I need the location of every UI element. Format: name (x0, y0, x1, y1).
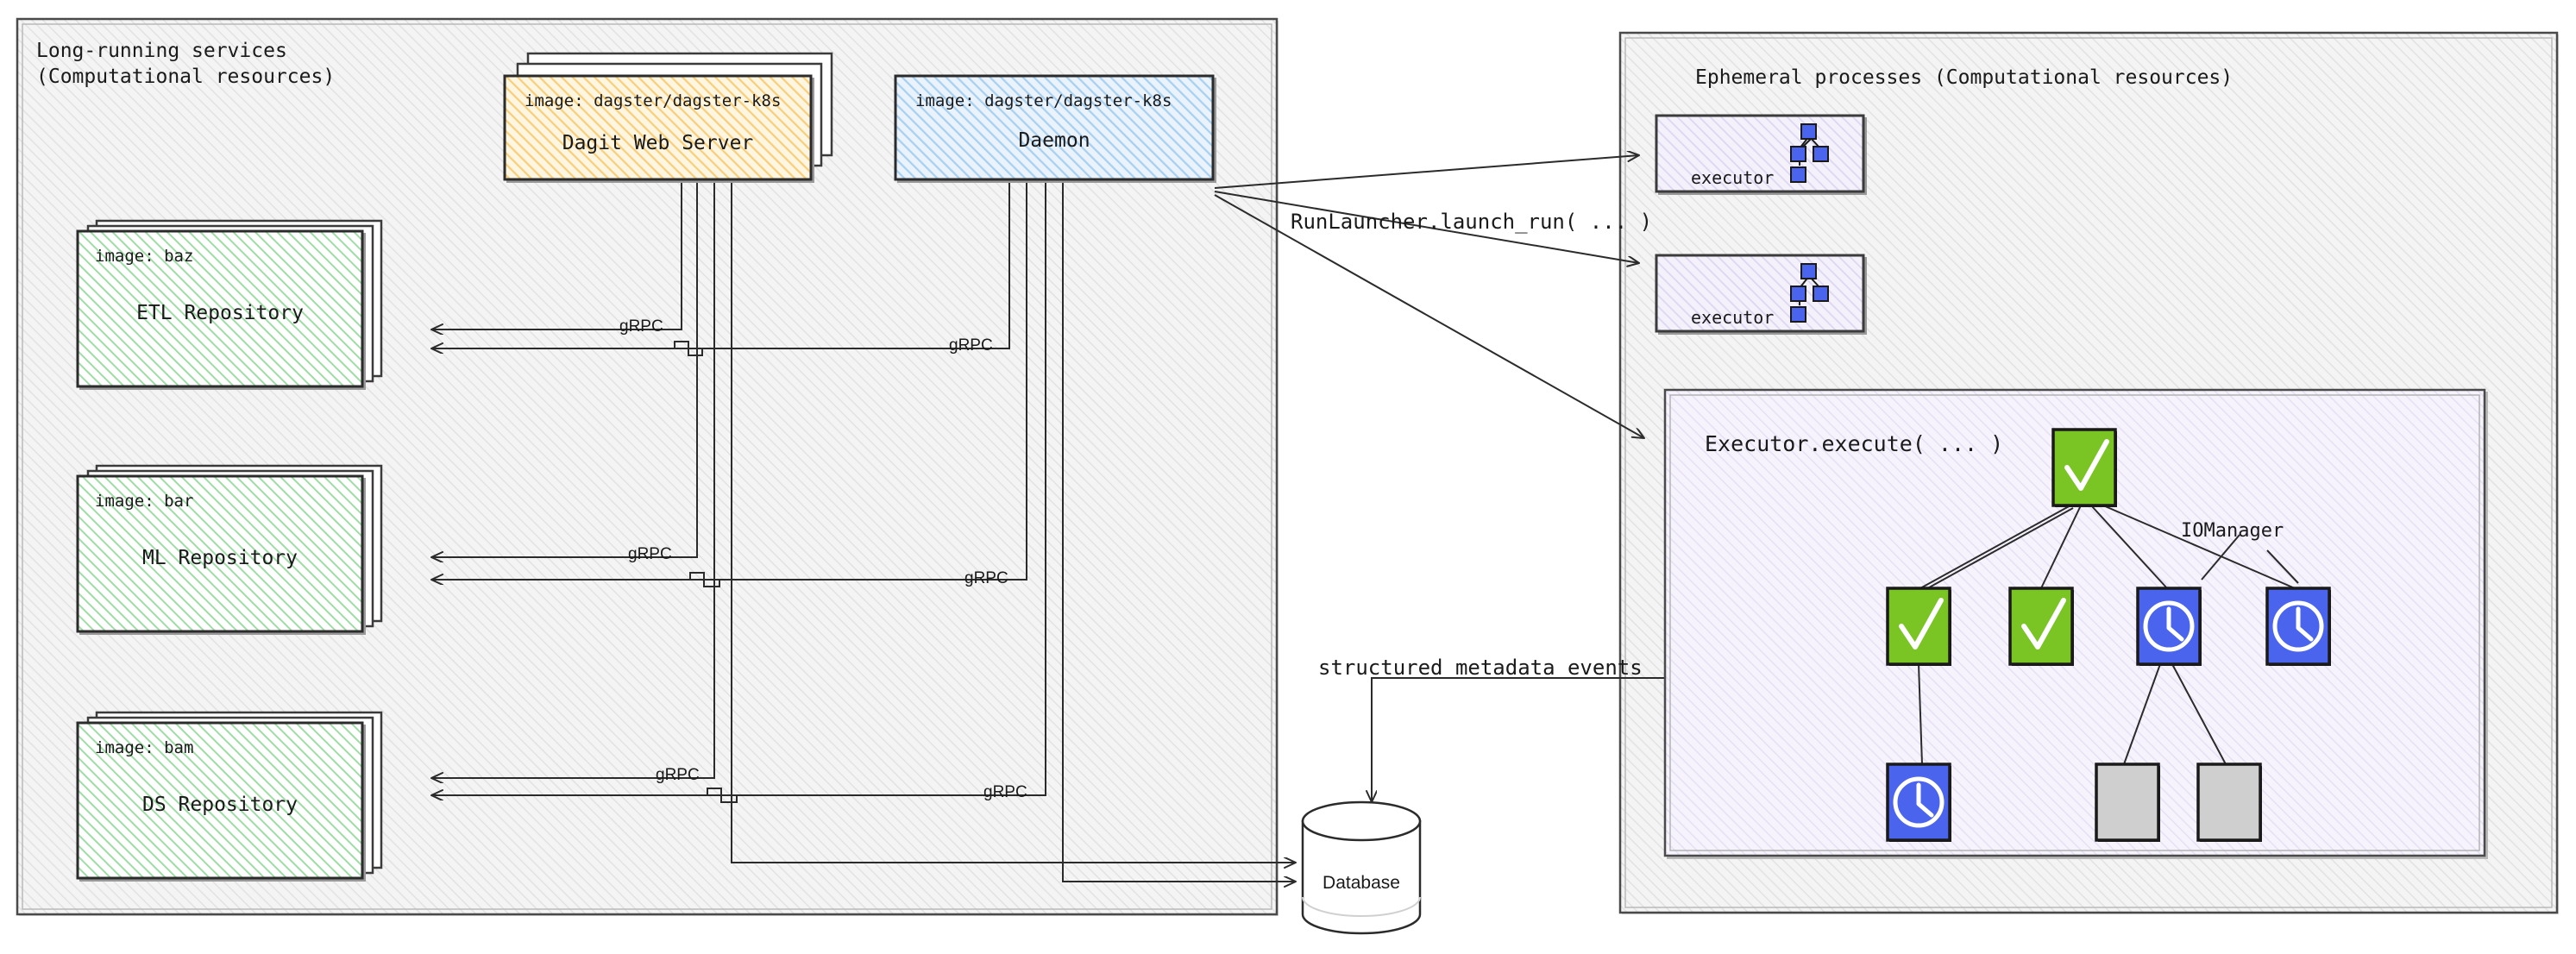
dagit-name: Dagit Web Server (562, 132, 754, 154)
service-card-dagit-text: image: dagster/dagster-k8s Dagit Web Ser… (505, 76, 811, 179)
ml-name: ML Repository (141, 547, 298, 569)
daemon-image-label: image: dagster/dagster-k8s (915, 91, 1172, 110)
grpc-label-daemon-etl: gRPC (949, 336, 993, 355)
executor-box-1[interactable] (1655, 114, 1867, 195)
execute-panel-label: Executor.execute( ... ) (1705, 431, 2004, 456)
grpc-label-dagit-ml: gRPC (628, 545, 672, 563)
line-hops (674, 341, 738, 803)
dag-node-a[interactable] (1886, 587, 1951, 666)
grpc-label-daemon-ds: gRPC (983, 783, 1027, 801)
container-title-line1: Long-running services (36, 40, 287, 62)
daemon-name: Daemon (1018, 129, 1090, 152)
container-title-line2: (Computational resources) (36, 66, 336, 88)
iomanager-label: IOManager (2181, 520, 2284, 542)
grpc-label-daemon-ml: gRPC (964, 569, 1008, 587)
run-launcher-label: RunLauncher.launch_run( ... ) (1291, 210, 1653, 234)
service-card-daemon-text: image: dagster/dagster-k8s Daemon (895, 76, 1213, 179)
database-label: Database (1323, 873, 1400, 893)
database-cylinder[interactable] (1301, 800, 1422, 935)
dag-node-f[interactable] (2095, 763, 2160, 842)
dag-node-b[interactable] (2008, 587, 2074, 666)
dagit-image-label: image: dagster/dagster-k8s (525, 91, 782, 110)
repository-card-etl[interactable] (76, 219, 383, 390)
grpc-label-dagit-ds: gRPC (656, 766, 700, 784)
service-card-daemon[interactable] (894, 74, 1216, 183)
clock-icon (2272, 600, 2324, 652)
metadata-events-label: structured metadata events (1318, 656, 1643, 680)
repository-card-ds-text: image: bam DS Repository (78, 723, 362, 878)
grpc-edges (431, 183, 1046, 795)
dag-node-d[interactable] (2265, 587, 2331, 666)
dag-node-c[interactable] (2136, 587, 2202, 666)
blank-icon (2095, 763, 2160, 842)
repository-card-ml[interactable] (76, 464, 383, 635)
dag-icon (1790, 263, 1829, 323)
database-edges (731, 183, 1296, 882)
check-icon (2064, 439, 2109, 491)
blank-icon (2196, 763, 2262, 842)
container-title-ephemeral: Ephemeral processes (Computational resou… (1695, 65, 2233, 91)
container-title-line1: Ephemeral processes (Computational resou… (1695, 66, 2234, 89)
ds-name: DS Repository (141, 794, 298, 816)
metadata-events-edge (1372, 677, 1665, 802)
dag-edges (1918, 505, 2296, 765)
check-icon (2021, 598, 2066, 650)
ml-image-label: image: bar (95, 492, 194, 511)
dag-node-e[interactable] (1886, 763, 1951, 842)
clock-icon (1893, 776, 1945, 828)
run-launcher-edges (1214, 155, 1644, 438)
repository-card-ds[interactable] (76, 711, 383, 882)
dag-node-g[interactable] (2196, 763, 2262, 842)
ds-image-label: image: bam (95, 738, 194, 757)
dag-node-root[interactable] (2051, 428, 2117, 507)
executor-box-2-label: executor (1691, 307, 1775, 328)
repository-card-ml-text: image: bar ML Repository (78, 476, 362, 631)
grpc-label-dagit-etl: gRPC (619, 317, 663, 336)
executor-box-1-label: executor (1691, 167, 1775, 188)
etl-name: ETL Repository (136, 302, 304, 324)
iomanager-leader-lines (2201, 534, 2299, 584)
etl-image-label: image: baz (95, 247, 194, 266)
check-icon (1899, 598, 1944, 650)
executor-box-2[interactable] (1655, 254, 1867, 335)
repository-card-etl-text: image: baz ETL Repository (78, 231, 362, 386)
dag-icon (1790, 123, 1829, 183)
container-title-long-running: Long-running services (Computational res… (36, 38, 335, 90)
service-card-dagit[interactable] (503, 52, 833, 183)
clock-icon (2143, 600, 2195, 652)
